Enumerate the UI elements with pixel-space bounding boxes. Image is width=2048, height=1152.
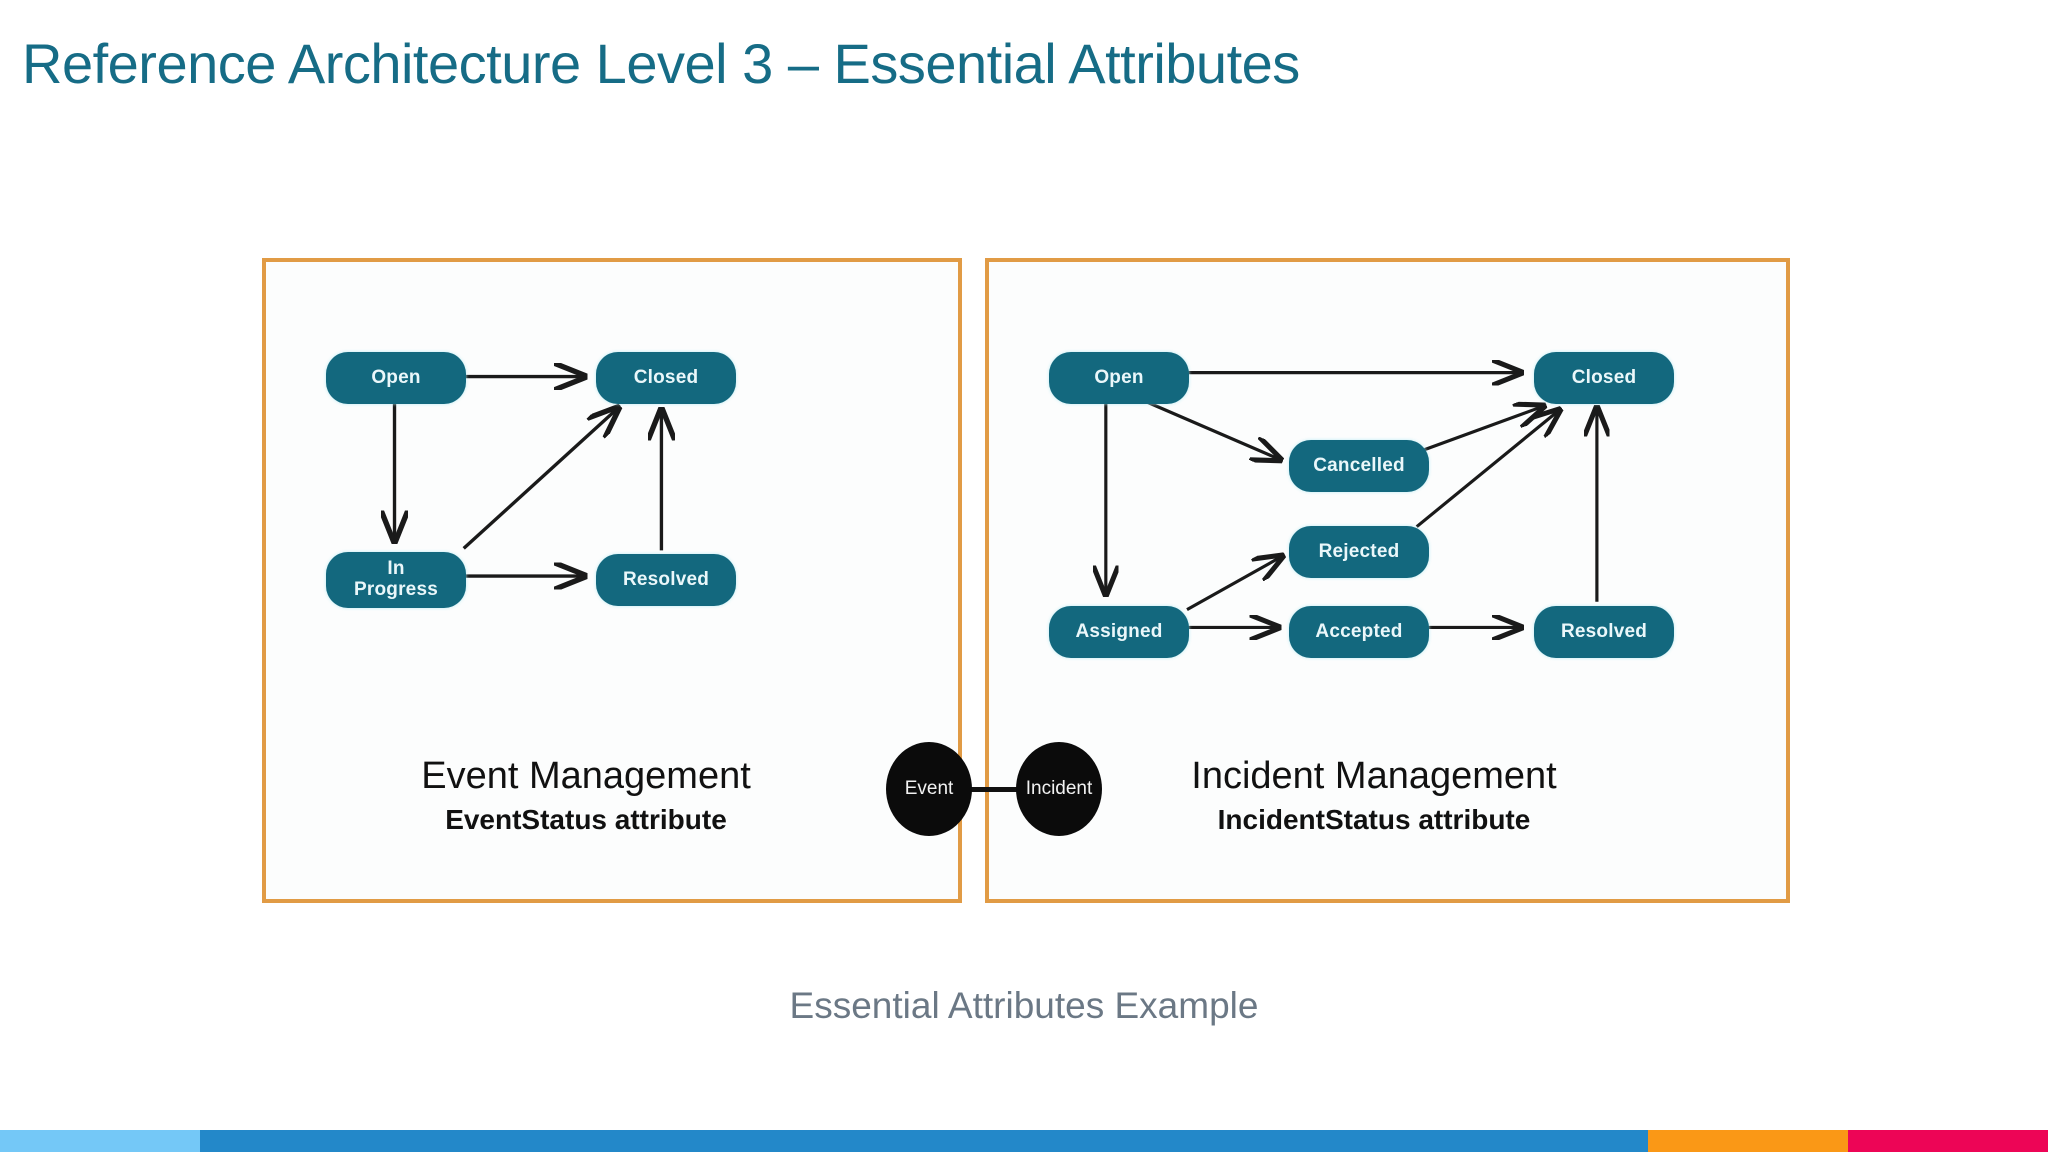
accent-segment-blue: [200, 1130, 1648, 1152]
node-accepted[interactable]: Accepted: [1289, 606, 1429, 658]
panel-caption-event-management: Event Management EventStatus attribute: [266, 754, 906, 836]
panel-caption-incident-management: Incident Management IncidentStatus attri…: [1054, 754, 1694, 836]
entity-relationship-line: [960, 787, 1028, 792]
node-closed[interactable]: Closed: [1534, 352, 1674, 404]
page-title: Reference Architecture Level 3 – Essenti…: [22, 32, 1300, 95]
node-open[interactable]: Open: [326, 352, 466, 404]
panel-event-management: Open Closed In Progress Resolved Event M…: [262, 258, 962, 903]
node-in-progress[interactable]: In Progress: [326, 552, 466, 608]
panel-subtitle: IncidentStatus attribute: [1217, 803, 1531, 835]
panel-subtitle: EventStatus attribute: [445, 803, 727, 835]
node-assigned[interactable]: Assigned: [1049, 606, 1189, 658]
node-open[interactable]: Open: [1049, 352, 1189, 404]
figure-essential-attributes: Open Closed In Progress Resolved Event M…: [250, 250, 1795, 905]
figure-caption: Essential Attributes Example: [789, 985, 1259, 1026]
accent-segment-light-blue: [0, 1130, 200, 1152]
node-rejected[interactable]: Rejected: [1289, 526, 1429, 578]
node-cancelled[interactable]: Cancelled: [1289, 440, 1429, 492]
node-resolved[interactable]: Resolved: [1534, 606, 1674, 658]
entity-event[interactable]: Event: [886, 742, 972, 836]
accent-bar: [0, 1130, 2048, 1152]
entity-incident[interactable]: Incident: [1016, 742, 1102, 836]
panel-title: Event Management: [421, 755, 751, 797]
panel-title: Incident Management: [1191, 755, 1557, 797]
node-closed[interactable]: Closed: [596, 352, 736, 404]
panel-incident-management: Open Closed Cancelled Rejected Assigned …: [985, 258, 1790, 903]
accent-segment-pink: [1848, 1130, 2048, 1152]
accent-segment-orange: [1648, 1130, 1848, 1152]
node-resolved[interactable]: Resolved: [596, 554, 736, 606]
